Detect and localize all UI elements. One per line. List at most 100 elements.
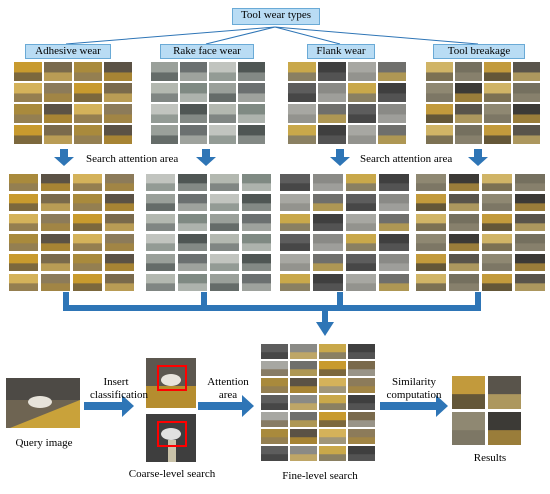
thumbnail-shade	[426, 72, 453, 81]
thumbnail-shade	[482, 243, 512, 251]
thumbnail-shade	[378, 135, 406, 144]
thumbnail-shade	[318, 72, 346, 81]
thumbnail-shade	[449, 223, 479, 231]
thumbnail-shade	[9, 263, 38, 271]
thumbnail-shade	[378, 72, 406, 81]
thumbnail-shade	[73, 283, 102, 291]
thumbnail-shade	[290, 352, 317, 359]
title-box: Tool wear types	[232, 8, 320, 25]
thumbnail-shade	[151, 135, 178, 144]
thumbnail-shade	[14, 93, 42, 102]
thumbnail-shade	[348, 114, 376, 123]
thumbnail-shade	[515, 183, 545, 191]
thumbnail-shade	[9, 183, 38, 191]
thumbnail-shade	[261, 352, 288, 359]
thumbnail-shade	[178, 263, 207, 271]
thumbnail-shade	[151, 72, 178, 81]
thumbnail-shade	[146, 183, 175, 191]
thumbnail-shade	[379, 223, 409, 231]
thumbnail-shade	[41, 203, 70, 211]
thumbnail-shade	[105, 243, 134, 251]
thumbnail-shade	[449, 243, 479, 251]
thumbnail-shade	[416, 203, 446, 211]
thumbnail-shade	[210, 263, 239, 271]
thumbnail-shade	[378, 114, 406, 123]
coarse-images	[146, 358, 196, 462]
thumbnail-shade	[455, 135, 482, 144]
merge-down-arrow-icon	[316, 322, 334, 336]
thumbnail-shade	[290, 454, 317, 461]
thumbnail-shade	[180, 135, 207, 144]
thumbnail-shade	[105, 203, 134, 211]
thumbnail-shade	[146, 203, 175, 211]
thumbnail-shade	[513, 72, 540, 81]
fine-level-label: Fine-level search	[282, 470, 358, 482]
thumbnail-shade	[261, 420, 288, 427]
thumbnail-shade	[238, 72, 265, 81]
thumbnail-shade	[146, 243, 175, 251]
thumbnail-shade	[242, 243, 271, 251]
right-arrow-icon	[84, 395, 134, 417]
thumbnail-shade	[288, 135, 316, 144]
thumbnail-shade	[178, 183, 207, 191]
thumbnail-shade	[449, 263, 479, 271]
thumbnail-shade	[319, 386, 346, 393]
thumbnail-shade	[73, 203, 102, 211]
results-grid	[452, 376, 521, 445]
thumbnail-shade	[379, 283, 409, 291]
thumbnail-shade	[379, 203, 409, 211]
thumbnail-shade	[515, 263, 545, 271]
thumbnail-shade	[346, 203, 376, 211]
thumbnail-shade	[238, 135, 265, 144]
thumbnail-shade	[261, 386, 288, 393]
category-label-breakage: Tool breakage	[433, 44, 525, 59]
thumbnail-shade	[105, 263, 134, 271]
thumbnail-shade	[74, 135, 102, 144]
thumbnail-shade	[180, 93, 207, 102]
category-image-grids	[14, 62, 540, 144]
thumbnail-shade	[14, 72, 42, 81]
thumbnail-shade	[290, 403, 317, 410]
thumbnail-shade	[513, 135, 540, 144]
thumbnail-shade	[513, 114, 540, 123]
thumbnail-shade	[73, 223, 102, 231]
thumbnail-shade	[426, 93, 453, 102]
thumbnail-shade	[242, 203, 271, 211]
thumbnail-shade	[180, 72, 207, 81]
thumbnail-shade	[41, 263, 70, 271]
thumbnail-shade	[348, 403, 375, 410]
thumbnail-shade	[416, 223, 446, 231]
search-attention-label-right: Search attention area	[360, 153, 453, 165]
thumbnail-shade	[515, 283, 545, 291]
category-label-rake: Rake face wear	[160, 44, 254, 59]
thumbnail-shade	[178, 203, 207, 211]
thumbnail-shade	[449, 203, 479, 211]
thumbnail-shade	[319, 369, 346, 376]
thumbnail-shade	[482, 183, 512, 191]
thumbnail-shade	[426, 135, 453, 144]
attention-area-label: Attention area	[207, 376, 249, 401]
thumbnail-shade	[319, 420, 346, 427]
thumbnail-shade	[41, 283, 70, 291]
thumbnail-shade	[210, 203, 239, 211]
thumbnail-shade	[14, 135, 42, 144]
thumbnail-shade	[348, 420, 375, 427]
thumbnail-shade	[319, 454, 346, 461]
thumbnail-shade	[280, 203, 310, 211]
thumbnail-shade	[426, 114, 453, 123]
down-arrow-icon	[196, 149, 216, 166]
thumbnail-shade	[416, 283, 446, 291]
thumbnail-shade	[238, 93, 265, 102]
thumbnail-shade	[313, 263, 343, 271]
thumbnail-shade	[515, 223, 545, 231]
merge-bracket	[63, 292, 481, 322]
thumbnail-shade	[105, 283, 134, 291]
thumbnail-shade	[416, 183, 446, 191]
thumbnail-shade	[178, 223, 207, 231]
thumbnail-shade	[290, 420, 317, 427]
thumbnail-shade	[210, 283, 239, 291]
thumbnail-shade	[452, 430, 485, 445]
coarse-level-label: Coarse-level search	[128, 468, 216, 480]
down-arrow-icon	[54, 149, 74, 166]
thumbnail-shade	[348, 454, 375, 461]
